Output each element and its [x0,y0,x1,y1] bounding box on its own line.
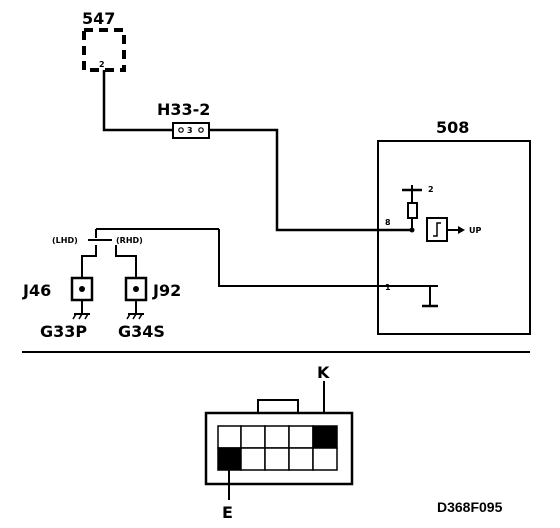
cavity-bottom-1-pin-e [217,447,242,471]
fuse-terminal-left [178,127,184,133]
g33p-hatch-2 [78,313,83,320]
g33p-hatch-1 [72,313,77,320]
junction-j92-label: J92 [152,281,181,300]
junction-j46-label: J46 [22,281,51,300]
connector-547-pin: 2 [99,60,105,69]
ground-g34s-label: G34S [118,322,165,341]
supply-ref: 2 [428,185,434,194]
wire-to-j46 [81,245,97,278]
junction-j92-dot [133,286,139,292]
cavity-bottom-3 [264,447,290,471]
output-label: UP [469,226,481,235]
g34s-hatch-1 [126,313,131,320]
junction-dot [409,227,415,233]
connector-547: 547 2 [82,9,126,72]
junction-j46-dot [79,286,85,292]
wire-to-j92 [115,245,137,278]
g34s-hatch-2 [132,313,137,320]
wire-fuse-to-508 [209,128,413,232]
figure-code: D368F095 [437,499,503,515]
g33p-hatch-3 [84,313,89,320]
fuse-h33-2-pin: 3 [187,126,193,135]
junction-j92: J92 G34S [118,276,181,341]
cavity-top-1 [217,425,242,449]
junction-j46: J46 G33P [22,276,94,341]
cavity-top-4 [288,425,314,449]
pin-e-label: E [222,503,233,522]
cavity-bottom-5 [312,447,338,471]
fuse-h33-2-label: H33-2 [157,100,210,119]
connector-547-label: 547 [82,9,115,28]
pullup-resistor [407,202,418,219]
cavity-bottom-4 [288,447,314,471]
pin-k-label: K [317,363,330,382]
module-508-input-pin: 8 [385,218,391,227]
fuse-terminal-right [198,127,204,133]
cavity-top-2 [240,425,266,449]
rhd-label: (RHD) [116,236,143,245]
lhd-label: (LHD) [52,236,78,245]
lhd-rhd-branch: (LHD) (RHD) [52,228,219,278]
module-508-box [377,140,531,335]
wire-547-to-fuse [102,70,173,132]
module-508-label: 508 [436,118,469,137]
connector-547-box [82,28,126,72]
fuse-h33-2: H33-2 3 [157,100,210,139]
cavity-bottom-2 [240,447,266,471]
cavity-top-5-pin-k [312,425,338,449]
output-arrow [458,226,465,234]
wire-ground-to-508 [218,229,430,287]
cavity-top-3 [264,425,290,449]
ground-g33p-label: G33P [40,322,87,341]
g34s-hatch-3 [138,313,143,320]
schmitt-symbol [433,222,441,237]
module-508-ground-pin: 1 [385,283,391,292]
connector-latch [257,399,299,414]
connector-face-view: K E [204,363,354,522]
module-508: 508 8 2 UP 1 [377,118,531,335]
